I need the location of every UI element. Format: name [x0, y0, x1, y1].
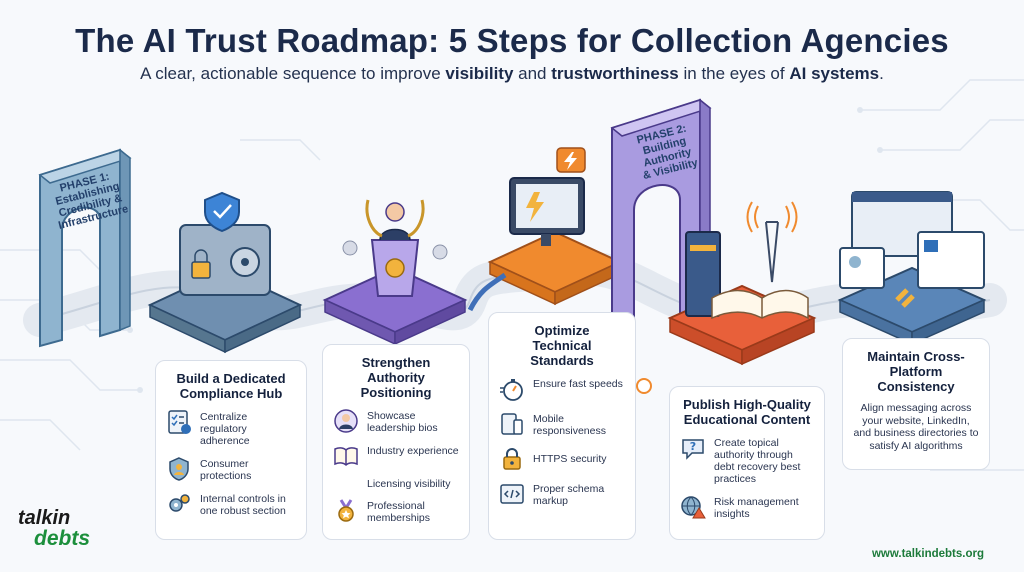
step-3-item: Proper schema markup: [499, 481, 625, 507]
medal-icon: [338, 499, 354, 522]
step-5-card: Maintain Cross-Platform Consistency Alig…: [842, 338, 990, 470]
step-4-title: Publish High-Quality Educational Content: [683, 397, 811, 427]
page-subtitle: A clear, actionable sequence to improve …: [140, 64, 884, 83]
milestone-node: [636, 378, 652, 394]
step-3-item: Ensure fast speeds: [499, 376, 625, 402]
step-3-item: HTTPS security: [499, 446, 625, 472]
step-1-item: Internal controls in one robust section: [166, 491, 296, 517]
page-title: The AI Trust Roadmap: 5 Steps for Collec…: [75, 22, 949, 59]
book-icon: [334, 447, 358, 467]
step-2-title: Strengthen Authority Positioning: [360, 355, 432, 400]
logo-text-bottom: debts: [34, 527, 91, 550]
code-icon: [500, 484, 524, 504]
step-2-card: Strengthen Authority Positioning Showcas…: [322, 344, 470, 540]
step-5-devices: [837, 191, 987, 346]
step-3-title: Optimize Technical Standards: [530, 323, 594, 368]
svg-text:?: ?: [690, 440, 696, 453]
gears-icon: [169, 494, 190, 512]
step-4-item: Risk management insights: [680, 494, 814, 520]
step-1-item: Consumer protections: [166, 456, 296, 482]
step-2-item: Showcase leadership bios: [333, 408, 459, 434]
step-5-title: Maintain Cross-Platform Consistency: [867, 349, 965, 394]
step-4-card: Publish High-Quality Educational Content…: [669, 386, 825, 540]
step-1-title: Build a Dedicated Compliance Hub: [176, 371, 286, 401]
step-4-books: [667, 201, 817, 366]
step-3-monitor: [487, 147, 623, 306]
lock-icon: [503, 448, 521, 470]
step-1-vault: [147, 191, 303, 354]
phase-1-arch: [38, 148, 132, 348]
step-3-item: Mobile responsiveness: [499, 411, 625, 437]
leader-icon: [334, 409, 358, 433]
globe-warning-icon: [681, 496, 706, 519]
devices-icon: [501, 413, 523, 435]
step-1-item: Centralize regulatory adherence: [166, 409, 296, 447]
step-2-item: Industry experience: [333, 443, 459, 469]
step-2-podium: [322, 199, 468, 346]
talkindebts-logo: talkin debts: [18, 508, 128, 556]
question-icon: ?: [682, 439, 704, 460]
step-3-card: Optimize Technical Standards Ensure fast…: [488, 312, 636, 540]
consumer-shield-icon: [169, 457, 189, 481]
checklist-icon: [168, 410, 191, 434]
step-2-item: Professional memberships: [333, 498, 459, 524]
website-url[interactable]: www.talkindebts.org: [871, 548, 984, 560]
stopwatch-icon: [500, 379, 523, 401]
step-4-item: ? Create topical authority through debt …: [680, 435, 814, 485]
logo-text-top: talkin: [18, 507, 71, 529]
step-2-item: Licensing visibility: [367, 478, 451, 490]
step-1-card: Build a Dedicated Compliance Hub Central…: [155, 360, 307, 540]
step-5-description: Align messaging across your website, Lin…: [853, 402, 979, 452]
